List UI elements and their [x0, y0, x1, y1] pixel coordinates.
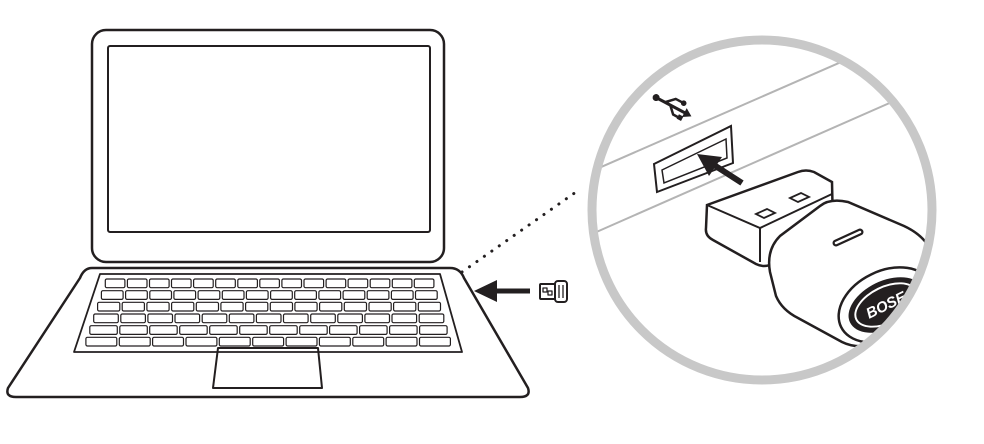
keyboard-key [126, 278, 148, 289]
magnified-view: BOSE [587, 35, 937, 385]
keyboard-key [174, 313, 201, 324]
keyboard-key [391, 278, 413, 289]
keyboard-key [391, 313, 418, 324]
keyboard-key [369, 278, 391, 289]
keyboard-key [96, 301, 121, 312]
keyboard-key [418, 336, 451, 347]
keyboard-key [228, 313, 255, 324]
keyboard-key [146, 301, 170, 312]
keyboard-key [393, 301, 417, 312]
keyboard-key [120, 313, 147, 324]
keyboard-key [148, 278, 170, 289]
laptop-touchpad [212, 347, 323, 389]
laptop-lid [90, 28, 446, 264]
keyboard-key [414, 290, 438, 301]
keyboard-key [173, 290, 197, 301]
insert-arrow-icon [697, 154, 744, 186]
keyboard-key [152, 336, 185, 347]
keyboard-key [89, 325, 118, 336]
keyboard-key [237, 278, 259, 289]
keyboard-key [303, 278, 325, 289]
keyboard-key [221, 290, 245, 301]
keyboard-key [359, 325, 388, 336]
keyboard-key [364, 313, 391, 324]
laptop-icon [6, 28, 530, 399]
keyboard-key [104, 278, 126, 289]
keyboard-key [259, 278, 280, 289]
keyboard-key [294, 301, 318, 312]
keyboard-key [185, 336, 218, 347]
keyboard-key [121, 301, 145, 312]
keyboard-key [269, 301, 294, 312]
usb-dongle-icon [539, 280, 568, 303]
keyboard-key [252, 336, 285, 347]
keyboard-key [245, 301, 269, 312]
laptop-keyboard-frame [73, 273, 463, 353]
keyboard-key [179, 325, 208, 336]
keyboard-key [299, 325, 328, 336]
keyboard-key [245, 290, 269, 301]
keyboard-key [269, 325, 298, 336]
keyboard-key [193, 278, 214, 289]
keyboard-key [419, 325, 448, 336]
keyboard-key [417, 301, 442, 312]
keyboard-key [347, 278, 369, 289]
keyboard-key [100, 290, 124, 301]
keyboard-key [201, 313, 228, 324]
keyboard-key [118, 336, 151, 347]
keyboard-key [352, 336, 385, 347]
keyboard-key [318, 336, 351, 347]
keyboard-key [390, 290, 414, 301]
keyboard-key [366, 290, 390, 301]
keyboard-key [342, 290, 366, 301]
dotted-leader-line [460, 190, 578, 274]
keyboard-key [85, 336, 118, 347]
keyboard-key [285, 336, 318, 347]
keyboard-key [337, 313, 363, 324]
keyboard-key [319, 301, 343, 312]
usb-symbol-icon [652, 94, 692, 121]
keyboard-key [215, 278, 236, 289]
magnifier-ring [587, 35, 937, 385]
keyboard-key [385, 336, 418, 347]
keyboard-key [255, 313, 282, 324]
laptop-keyboard [85, 278, 451, 347]
keyboard-key [343, 301, 368, 312]
keyboard-key [220, 301, 244, 312]
laptop-edge-line [596, 44, 928, 186]
keyboard-key [170, 278, 192, 289]
keyboard-key [270, 290, 293, 301]
keyboard-key [325, 278, 347, 289]
keyboard-key [329, 325, 358, 336]
keyboard-key [282, 313, 309, 324]
keyboard-key [149, 325, 178, 336]
keyboard-key [147, 313, 174, 324]
keyboard-key [310, 313, 336, 324]
keyboard-key [318, 290, 342, 301]
insert-arrow-icon [474, 280, 530, 302]
keyboard-key [171, 301, 195, 312]
laptop-screen [107, 45, 431, 233]
keyboard-key [149, 290, 173, 301]
keyboard-key [418, 313, 445, 324]
keyboard-key [124, 290, 148, 301]
keyboard-key [294, 290, 318, 301]
keyboard-key [239, 325, 268, 336]
keyboard-key [389, 325, 418, 336]
keyboard-key [281, 278, 303, 289]
keyboard-key [368, 301, 392, 312]
keyboard-key [209, 325, 238, 336]
keyboard-key [119, 325, 148, 336]
usb-port [652, 124, 735, 194]
keyboard-key [93, 313, 119, 324]
keyboard-key [413, 278, 435, 289]
keyboard-key [197, 290, 221, 301]
keyboard-key [195, 301, 220, 312]
keyboard-key [218, 336, 251, 347]
